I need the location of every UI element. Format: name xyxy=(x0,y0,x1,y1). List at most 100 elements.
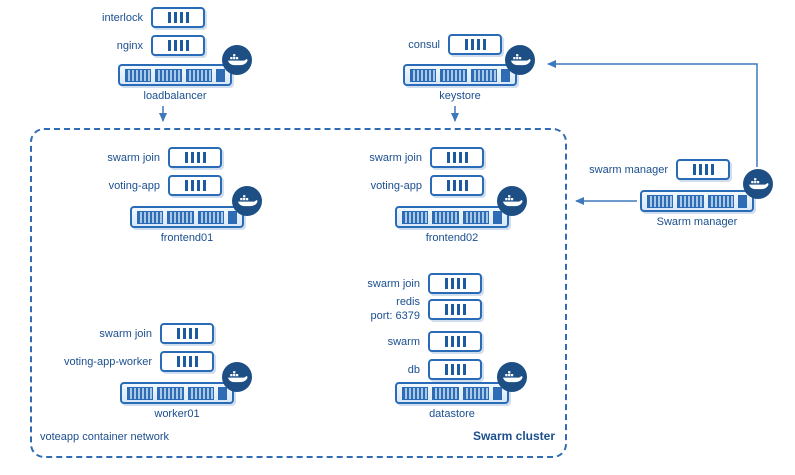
chip-bar xyxy=(452,152,456,163)
docker-whale-icon xyxy=(222,362,252,392)
container-row-fe02-swarm-join: swarm join xyxy=(369,147,484,168)
host-label-datastore: datastore xyxy=(429,408,475,420)
host-label-swarm-manager: Swarm manager xyxy=(656,216,738,228)
container-row-nginx: nginx xyxy=(117,35,205,56)
server-vent xyxy=(167,210,194,224)
container-chip-icon xyxy=(168,175,222,196)
docker-whale-icon xyxy=(232,186,262,216)
chip-bar xyxy=(456,278,460,289)
container-chip-icon xyxy=(430,147,484,168)
server-nub xyxy=(227,210,237,224)
container-chip-icon xyxy=(160,323,214,344)
chip-bar xyxy=(194,328,198,339)
server-chassis-loadbalancer xyxy=(118,64,232,86)
server-vent xyxy=(432,210,459,224)
docker-whale-glyph xyxy=(511,54,531,66)
chip-bar xyxy=(450,304,454,316)
chip-bar xyxy=(185,40,189,51)
chip-bar xyxy=(458,180,462,191)
docker-whale-glyph xyxy=(228,371,248,383)
docker-whale-glyph xyxy=(238,195,258,207)
container-label: swarm manager xyxy=(589,163,668,176)
server-chassis-swarm-manager xyxy=(640,190,754,212)
chip-bar xyxy=(482,39,486,50)
chip-bar xyxy=(446,152,450,163)
chip-bar xyxy=(462,336,466,347)
chip-bar xyxy=(184,180,188,191)
container-row-worker-swarm-join: swarm join xyxy=(99,323,214,344)
chip-bar xyxy=(476,39,480,50)
container-label: voting-app xyxy=(108,179,160,192)
chip-bar xyxy=(698,164,702,175)
chip-bar xyxy=(190,180,194,191)
chip-bar xyxy=(179,40,183,51)
container-row-ds-db: db xyxy=(408,359,482,380)
chip-bar xyxy=(167,40,171,51)
chip-bar xyxy=(464,39,468,50)
docker-whale-icon xyxy=(497,362,527,392)
server-vent xyxy=(440,68,467,82)
network-label: voteapp container network xyxy=(40,431,170,443)
server-vent xyxy=(470,68,497,82)
container-row-ds-redis: redis port: 6379 xyxy=(370,296,482,324)
server-vent xyxy=(187,386,214,400)
server-chassis-frontend01 xyxy=(130,206,244,228)
chip-bar xyxy=(462,278,466,289)
chip-bar xyxy=(470,39,474,50)
chip-bar xyxy=(450,364,454,375)
chip-bar xyxy=(450,336,454,347)
host-label-frontend01: frontend01 xyxy=(160,232,214,244)
docker-whale-icon xyxy=(222,45,252,75)
server-nub xyxy=(492,210,502,224)
host-label-keystore: keystore xyxy=(439,90,481,102)
server-vent xyxy=(185,68,212,82)
chip-bar xyxy=(173,12,177,23)
chip-bar xyxy=(462,304,466,316)
server-vent xyxy=(402,210,429,224)
container-label: nginx xyxy=(116,39,143,52)
host-label-loadbalancer: loadbalancer xyxy=(143,90,207,102)
chip-bar xyxy=(179,12,183,23)
container-chip-icon xyxy=(430,175,484,196)
chip-bar xyxy=(452,180,456,191)
server-chassis-frontend02 xyxy=(395,206,509,228)
chip-bar xyxy=(182,328,186,339)
container-row-ds-swarm: swarm xyxy=(388,331,482,352)
chip-bar xyxy=(464,180,468,191)
chip-bar xyxy=(710,164,714,175)
container-chip-icon xyxy=(428,359,482,380)
docker-whale-icon xyxy=(505,45,535,75)
chip-bar xyxy=(176,328,180,339)
container-chip-icon xyxy=(160,351,214,372)
container-row-fe01-swarm-join: swarm join xyxy=(107,147,222,168)
server-vent xyxy=(677,194,704,208)
host-label-worker01: worker01 xyxy=(154,408,200,420)
chip-bar xyxy=(444,336,448,347)
server-nub xyxy=(737,194,747,208)
chip-bar xyxy=(190,152,194,163)
chip-bar xyxy=(202,152,206,163)
container-chip-icon xyxy=(676,159,730,180)
container-row-swarm-manager: swarm manager xyxy=(589,159,730,180)
chip-bar xyxy=(173,40,177,51)
container-chip-icon xyxy=(428,331,482,352)
arrow-manager-to-keystore xyxy=(547,60,758,167)
server-vent xyxy=(402,386,429,400)
container-label: swarm join xyxy=(107,151,160,164)
server-nub xyxy=(500,68,510,82)
chip-bar xyxy=(446,180,450,191)
server-nub xyxy=(215,68,225,82)
container-chip-icon xyxy=(168,147,222,168)
chip-bar xyxy=(456,336,460,347)
container-row-interlock: interlock xyxy=(102,7,205,28)
server-chassis-keystore xyxy=(403,64,517,86)
server-nub xyxy=(217,386,227,400)
chip-bar xyxy=(184,152,188,163)
chip-bar xyxy=(194,356,198,367)
container-label: swarm join xyxy=(369,151,422,164)
chip-bar xyxy=(188,328,192,339)
server-vent xyxy=(410,68,437,82)
server-chassis-worker01 xyxy=(120,382,234,404)
chip-bar xyxy=(458,152,462,163)
docker-whale-glyph xyxy=(228,54,248,66)
